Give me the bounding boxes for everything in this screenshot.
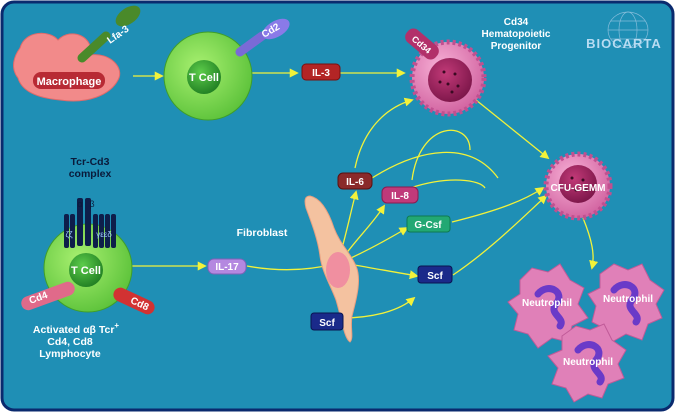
arrow-progenitor-cfu <box>475 99 550 160</box>
macrophage-label-bg <box>33 72 105 89</box>
neutrophil-1-label: Neutrophil <box>522 298 572 309</box>
fibroblast-cell <box>304 195 359 343</box>
cfu-gemm-cell: CFU-GEMM <box>543 151 613 221</box>
cd4-receptor: Cd4 <box>21 281 75 311</box>
activated-title-text: Activated αβ Tcr <box>33 324 115 336</box>
tcr-title-1: Tcr-Cd3 <box>71 156 110 168</box>
il17-label: IL-17 <box>215 262 239 273</box>
progenitor-cell: Cd34 <box>405 28 487 117</box>
zeta-label: ζζ <box>65 230 73 239</box>
neutrophil-3-label: Neutrophil <box>563 357 613 368</box>
progenitor-title-1: Cd34 <box>504 17 529 28</box>
il6-label: IL-6 <box>346 177 364 188</box>
neutrophil-3: Neutrophil <box>547 323 627 403</box>
arrow-scf-cfu <box>452 194 548 276</box>
arrow-gcsf-cfu <box>451 186 545 223</box>
cfu-gemm-label: CFU-GEMM <box>551 183 606 194</box>
tcr-title-2: complex <box>69 168 112 180</box>
gcsf-label: G-Csf <box>414 220 442 231</box>
arrows <box>132 68 599 319</box>
beta-label: β <box>89 199 94 209</box>
neutrophil-2-label: Neutrophil <box>603 294 653 305</box>
alpha-label: α <box>77 199 82 209</box>
globe-icon <box>607 11 649 49</box>
biocarta-logo: BIOCARTA <box>586 11 662 51</box>
il17-node: IL-17 <box>207 258 247 275</box>
tcell-top: T Cell Cd2 <box>163 18 290 121</box>
il8-node: IL-8 <box>381 186 419 204</box>
arrow-cfu-neutrophil <box>582 217 599 270</box>
tcell-top-label: T Cell <box>189 72 219 84</box>
il8-label: IL-8 <box>391 191 409 202</box>
arrow-il6-progenitor <box>354 97 414 169</box>
tcell-bottom-label: T Cell <box>71 265 101 277</box>
progenitor-title-2: Hematopoietic <box>482 29 551 40</box>
scf-left-label: Scf <box>319 318 335 329</box>
arrow-il6-cfu <box>371 151 499 179</box>
activated-title-3: Lymphocyte <box>39 348 101 360</box>
macrophage-cell: Macrophage Lfa-3 <box>13 5 141 102</box>
biocarta-wordmark: BIOCARTA <box>586 36 662 51</box>
activated-title-2: Cd4, Cd8 <box>47 336 93 348</box>
activated-plus: + <box>114 321 119 330</box>
activated-title-1: Activated αβ Tcr+ <box>33 321 120 336</box>
il3-node: IL-3 <box>301 63 341 81</box>
gcsf-node: G-Csf <box>406 215 451 233</box>
tcr-cd3-complex: α β ζζ γεεδ <box>64 198 116 248</box>
scf-right-node: Scf <box>417 265 453 284</box>
progenitor-title-3: Progenitor <box>491 41 542 52</box>
arrow-il8-loop <box>409 179 486 189</box>
macrophage-label: Macrophage <box>37 76 102 88</box>
il6-node: IL-6 <box>337 172 373 190</box>
neutrophil-1: Neutrophil <box>507 263 589 349</box>
fibroblast-label: Fibroblast <box>237 227 288 239</box>
scf-left-node: Scf <box>310 312 344 331</box>
neutrophil-2: Neutrophil <box>587 263 665 343</box>
gamma-epsilon-label: γεεδ <box>96 230 112 239</box>
scf-right-label: Scf <box>427 271 443 282</box>
arrow-il8-progenitor <box>411 129 471 181</box>
il3-label: IL-3 <box>312 68 330 79</box>
